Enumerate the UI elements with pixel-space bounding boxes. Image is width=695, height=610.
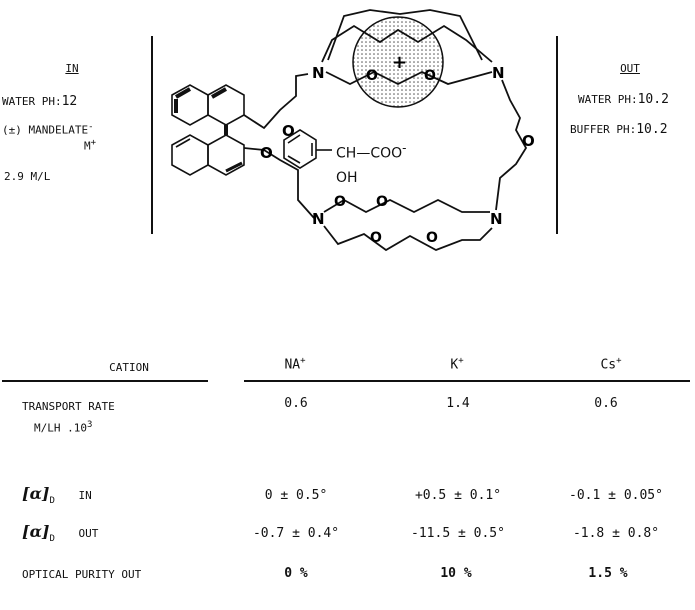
right-membrane-bar bbox=[556, 36, 558, 234]
out-heading: OUT bbox=[620, 62, 640, 75]
rate-sublabel: M/LH .103 bbox=[34, 420, 93, 435]
n-label-4: N bbox=[490, 210, 503, 228]
o-label-8: O bbox=[370, 230, 382, 246]
alpha-out-label: [α]D OUT bbox=[22, 522, 99, 545]
in-water-ph: WATER PH:12 bbox=[2, 94, 77, 109]
alpha-in-k: +0.5 ± 0.1° bbox=[414, 488, 502, 503]
upper-naphthalene bbox=[171, 84, 245, 126]
o-label-9: O bbox=[426, 230, 438, 246]
purity-label: OPTICAL PURITY OUT bbox=[22, 568, 142, 581]
guest-oh: OH bbox=[336, 170, 358, 186]
in-water-value: 12 bbox=[61, 94, 78, 109]
lower-chain bbox=[243, 147, 315, 219]
guest-dash: — bbox=[356, 145, 371, 162]
guest-ch: CH bbox=[336, 145, 357, 162]
in-mandelate: (±) MANDELATE- bbox=[2, 122, 94, 137]
o-label-6: O bbox=[334, 194, 346, 210]
alpha-out-cs: -1.8 ± 0.8° bbox=[572, 526, 660, 541]
guest-formula: CH—COO- bbox=[336, 141, 406, 162]
out-buffer-label: BUFFER PH: bbox=[570, 123, 637, 136]
n-label-1: N bbox=[312, 64, 325, 82]
rate-cs: 0.6 bbox=[594, 396, 618, 411]
out-water-ph: WATER PH:10.2 bbox=[578, 92, 669, 107]
cation-charge: + bbox=[90, 138, 97, 148]
o-label-3: O bbox=[366, 68, 378, 84]
header-rule-left bbox=[2, 380, 208, 382]
purity-na: 0 % bbox=[284, 566, 308, 581]
rate-na: 0.6 bbox=[284, 396, 308, 411]
right-arm bbox=[495, 79, 528, 211]
left-membrane-bar bbox=[151, 36, 153, 234]
in-cation: M+ bbox=[84, 138, 96, 153]
n-label-3: N bbox=[312, 210, 325, 228]
rate-label: TRANSPORT RATE bbox=[22, 400, 115, 413]
in-concentration: 2.9 M/L bbox=[4, 170, 51, 183]
header-rule-right bbox=[244, 380, 690, 382]
out-water-label: WATER PH: bbox=[578, 93, 638, 106]
lower-naphthalene bbox=[171, 134, 245, 176]
upper-chain bbox=[243, 73, 309, 130]
header-k: K+ bbox=[450, 356, 464, 373]
out-buffer-ph: BUFFER PH:10.2 bbox=[570, 122, 668, 137]
o-label-4: O bbox=[424, 68, 436, 84]
mandelate-charge: - bbox=[88, 122, 94, 132]
guest-coo: COO bbox=[370, 145, 403, 162]
purity-cs: 1.5 % bbox=[588, 566, 628, 581]
n-label-2: N bbox=[492, 64, 505, 82]
header-cs: Cs+ bbox=[600, 356, 622, 373]
alpha-out-k: -11.5 ± 0.5° bbox=[411, 526, 505, 541]
alpha-in-cs: -0.1 ± 0.05° bbox=[569, 488, 663, 503]
purity-k: 10 % bbox=[440, 566, 472, 581]
in-heading: IN bbox=[65, 62, 79, 75]
out-buffer-value: 10.2 bbox=[636, 122, 668, 137]
out-water-value: 10.2 bbox=[637, 92, 669, 107]
header-cation: CATION bbox=[109, 361, 149, 374]
alpha-in-na: 0 ± 0.5° bbox=[264, 488, 328, 503]
guest-phenyl bbox=[283, 129, 332, 169]
header-na: NA+ bbox=[284, 356, 306, 373]
lower-crown bbox=[323, 198, 493, 252]
mandelate-label: (±) MANDELATE bbox=[2, 123, 89, 137]
rate-k: 1.4 bbox=[446, 396, 470, 411]
cation-label: M bbox=[84, 139, 91, 153]
cryptand-structure: O O N N O O + O N N O O O O bbox=[171, 9, 535, 252]
o-label-2: O bbox=[260, 144, 273, 162]
alpha-out-na: -0.7 ± 0.4° bbox=[252, 526, 340, 541]
alpha-in-label: [α]D IN bbox=[22, 484, 92, 507]
o-label-7: O bbox=[376, 194, 388, 210]
o-label-5: O bbox=[522, 132, 535, 150]
cation-plus: + bbox=[392, 52, 407, 73]
in-water-label: WATER PH: bbox=[2, 95, 62, 108]
guest-charge: - bbox=[402, 141, 407, 155]
upper-crown bbox=[321, 9, 493, 86]
